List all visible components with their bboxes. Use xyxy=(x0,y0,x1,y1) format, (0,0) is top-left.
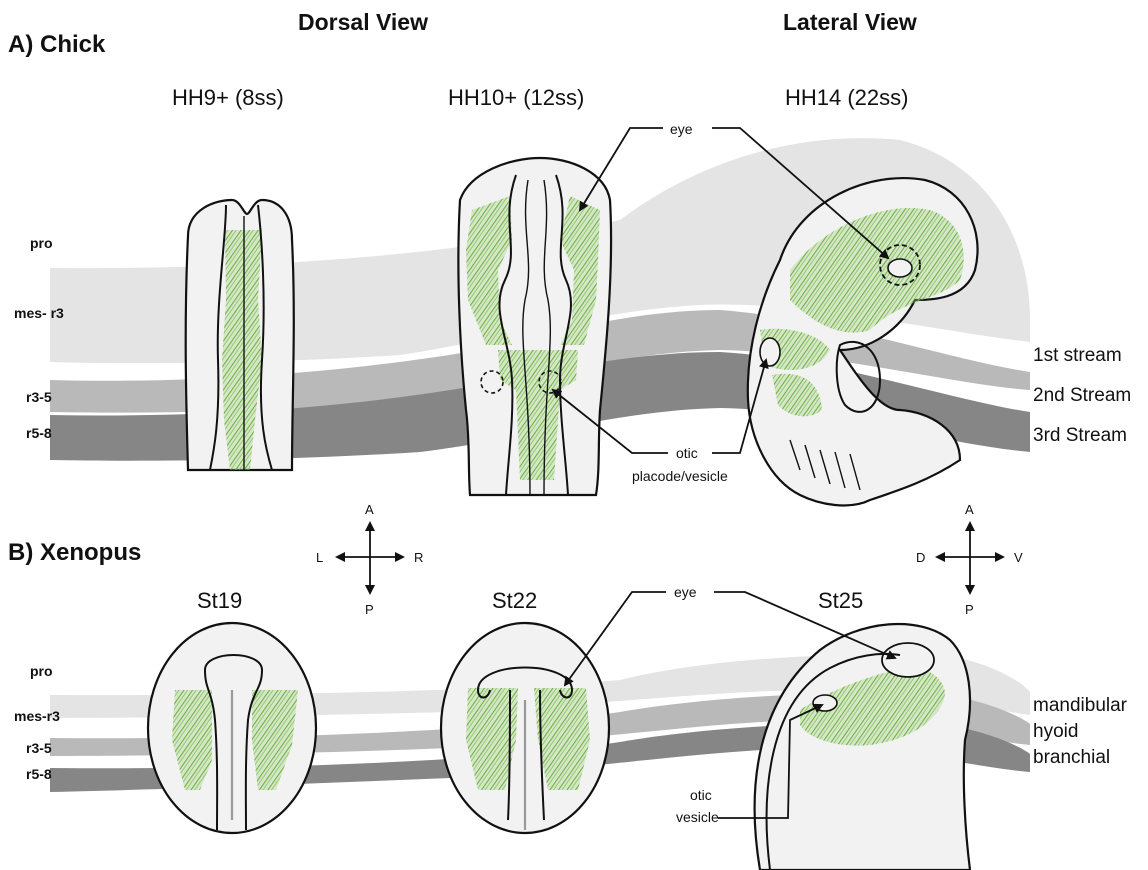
xenopus-stage-st25: St25 xyxy=(818,588,863,613)
lateral-axis-compass xyxy=(937,523,1003,593)
xenopus-stream-branchial: branchial xyxy=(1033,747,1110,768)
chick-row-r5-8: r5-8 xyxy=(26,425,52,441)
xenopus-stream-mandibular: mandibular xyxy=(1033,695,1128,716)
xenopus-otic-label-1: otic xyxy=(690,787,712,803)
chick-otic-label-1: otic xyxy=(676,445,698,461)
dorsal-axis-compass xyxy=(337,523,403,593)
chick-stage-hh14: HH14 (22ss) xyxy=(785,85,908,110)
xenopus-row-mes-r3: mes-r3 xyxy=(14,708,60,724)
chick-stream-3: 3rd Stream xyxy=(1033,425,1127,446)
chick-hh14-eye-lens xyxy=(888,259,912,277)
chick-stage-hh10: HH10+ (12ss) xyxy=(448,85,584,110)
lateral-axis-up: A xyxy=(965,502,974,517)
chick-row-pro: pro xyxy=(30,235,53,251)
header-lateral-view: Lateral View xyxy=(783,9,917,35)
chick-hh14-otic-vesicle xyxy=(760,338,780,366)
lateral-axis-down: P xyxy=(965,602,974,617)
xenopus-eye-label: eye xyxy=(674,584,697,600)
header-dorsal-view: Dorsal View xyxy=(298,9,428,35)
xenopus-otic-label-2: vesicle xyxy=(676,809,719,825)
chick-row-r3-5: r3-5 xyxy=(26,389,52,405)
dorsal-axis-down: P xyxy=(365,602,374,617)
xenopus-st25-eye xyxy=(882,643,934,677)
dorsal-axis-right: R xyxy=(414,550,423,565)
panel-a-label: A) Chick xyxy=(8,31,106,58)
xenopus-row-r3-5: r3-5 xyxy=(26,740,52,756)
chick-otic-label-2: placode/vesicle xyxy=(632,468,728,484)
xenopus-row-pro: pro xyxy=(30,663,53,679)
panel-b-label: B) Xenopus xyxy=(8,539,141,566)
xenopus-stream-hyoid: hyoid xyxy=(1033,721,1078,742)
chick-stage-hh9: HH9+ (8ss) xyxy=(172,85,284,110)
chick-eye-label: eye xyxy=(670,121,693,137)
dorsal-axis-up: A xyxy=(365,502,374,517)
lateral-axis-right: V xyxy=(1014,550,1023,565)
xenopus-row-r5-8: r5-8 xyxy=(26,766,52,782)
xenopus-stage-st22: St22 xyxy=(492,588,537,613)
chick-stream-2: 2nd Stream xyxy=(1033,385,1131,406)
lateral-axis-left: D xyxy=(916,550,925,565)
xenopus-stage-st19: St19 xyxy=(197,588,242,613)
xenopus-st25-otic-vesicle xyxy=(813,695,837,711)
chick-row-mes-r3: mes- r3 xyxy=(14,305,64,321)
dorsal-axis-left: L xyxy=(316,550,323,565)
chick-stream-1: 1st stream xyxy=(1033,345,1122,366)
